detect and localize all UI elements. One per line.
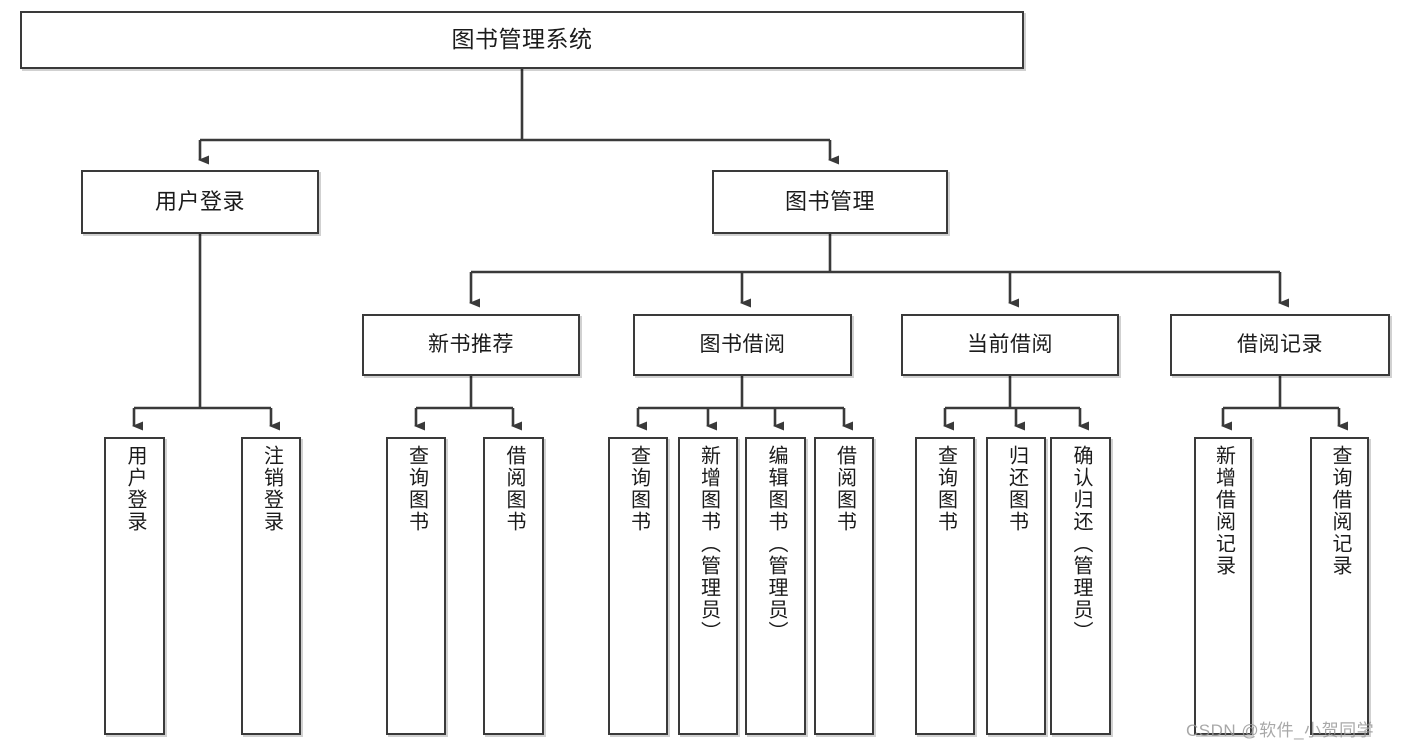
node-current-borrow[interactable]: 当前借阅 (901, 314, 1119, 376)
leaf-add-book-admin[interactable]: 新增图书（管理员） (678, 437, 738, 735)
leaf-query-book-borrow-label: 查询图书 (627, 445, 650, 533)
node-user-login[interactable]: 用户登录 (81, 170, 319, 234)
leaf-borrow-book-recommend[interactable]: 借阅图书 (483, 437, 544, 735)
leaf-borrow-book-recommend-label: 借阅图书 (503, 445, 525, 533)
leaf-add-borrow-record[interactable]: 新增借阅记录 (1194, 437, 1252, 735)
leaf-edit-book-admin-label: 编辑图书（管理员） (765, 445, 787, 643)
leaf-confirm-return-admin[interactable]: 确认归还（管理员） (1050, 437, 1111, 735)
node-book-management[interactable]: 图书管理 (712, 170, 948, 234)
leaf-borrow-book-label: 借阅图书 (833, 445, 856, 533)
node-book-management-label: 图书管理 (784, 189, 875, 215)
node-user-login-label: 用户登录 (154, 189, 245, 215)
node-root[interactable]: 图书管理系统 (20, 11, 1024, 69)
csdn-watermark: CSDN @软件_小贺同学 (1186, 721, 1375, 740)
node-current-borrow-label: 当前借阅 (967, 332, 1053, 356)
leaf-query-book-current[interactable]: 查询图书 (915, 437, 975, 735)
leaf-query-borrow-record[interactable]: 查询借阅记录 (1310, 437, 1369, 735)
leaf-query-book-recommend-label: 查询图书 (405, 445, 428, 533)
node-book-borrow-label: 图书借阅 (699, 332, 786, 356)
leaf-return-book-label: 归还图书 (1005, 445, 1028, 533)
leaf-add-book-admin-label: 新增图书（管理员） (697, 445, 720, 643)
node-borrow-record[interactable]: 借阅记录 (1170, 314, 1390, 376)
node-root-label: 图书管理系统 (451, 26, 593, 53)
leaf-user-login-label: 用户登录 (124, 445, 146, 533)
node-new-book-recommend[interactable]: 新书推荐 (362, 314, 580, 376)
leaf-logout-label: 注销登录 (260, 445, 283, 533)
leaf-query-book-recommend[interactable]: 查询图书 (386, 437, 446, 735)
node-borrow-record-label: 借阅记录 (1237, 332, 1323, 356)
leaf-query-borrow-record-label: 查询借阅记录 (1329, 445, 1351, 577)
leaf-confirm-return-admin-label: 确认归还（管理员） (1070, 445, 1092, 643)
leaf-logout[interactable]: 注销登录 (241, 437, 301, 735)
leaf-query-book-current-label: 查询图书 (934, 445, 957, 533)
leaf-edit-book-admin[interactable]: 编辑图书（管理员） (745, 437, 806, 735)
leaf-borrow-book[interactable]: 借阅图书 (814, 437, 874, 735)
leaf-user-login[interactable]: 用户登录 (104, 437, 165, 735)
node-new-book-recommend-label: 新书推荐 (428, 332, 514, 356)
leaf-query-book-borrow[interactable]: 查询图书 (608, 437, 668, 735)
node-book-borrow[interactable]: 图书借阅 (633, 314, 852, 376)
leaf-return-book[interactable]: 归还图书 (986, 437, 1046, 735)
leaf-add-borrow-record-label: 新增借阅记录 (1212, 445, 1235, 577)
